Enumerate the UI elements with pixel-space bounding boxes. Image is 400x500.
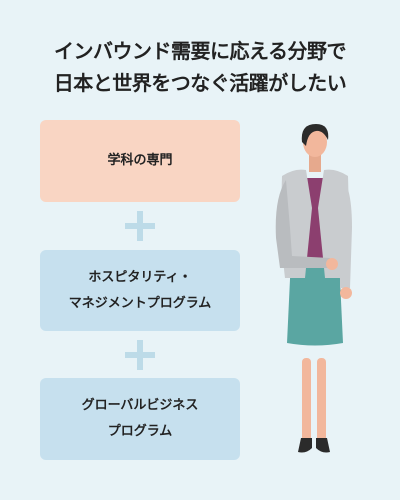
left-leg	[302, 358, 311, 443]
card-label-line-1: ホスピタリティ・	[88, 269, 192, 285]
arm-right	[340, 178, 352, 288]
hair	[301, 124, 329, 146]
neck	[309, 154, 321, 172]
plus-icon	[125, 211, 155, 241]
left-shoe	[298, 438, 312, 453]
headline-line-2: 日本と世界をつなぐ活躍がしたい	[53, 71, 347, 95]
card-major-specialty: 学科の専門	[40, 120, 240, 202]
right-shoe	[316, 438, 330, 453]
hand-right	[340, 287, 352, 299]
headline: インバウンド需要に応える分野で 日本と世界をつなぐ活躍がしたい	[0, 35, 400, 99]
arm-left	[275, 180, 330, 268]
businesswoman-illustration	[275, 124, 352, 453]
hand-left	[326, 258, 338, 270]
card-global-business: グローバルビジネス プログラム	[40, 378, 240, 460]
card-label-line-1: グローバルビジネス	[81, 398, 199, 413]
plus-icon	[125, 340, 155, 370]
card-label: 学科の専門	[107, 153, 173, 168]
card-hospitality-management: ホスピタリティ・ マネジメントプログラム	[40, 250, 240, 331]
card-label-line-2: マネジメントプログラム	[68, 295, 212, 311]
card-label-line-2: プログラム	[107, 424, 173, 439]
skirt	[287, 258, 343, 346]
right-leg	[317, 358, 326, 443]
headline-line-1: インバウンド需要に応える分野で	[54, 39, 346, 63]
